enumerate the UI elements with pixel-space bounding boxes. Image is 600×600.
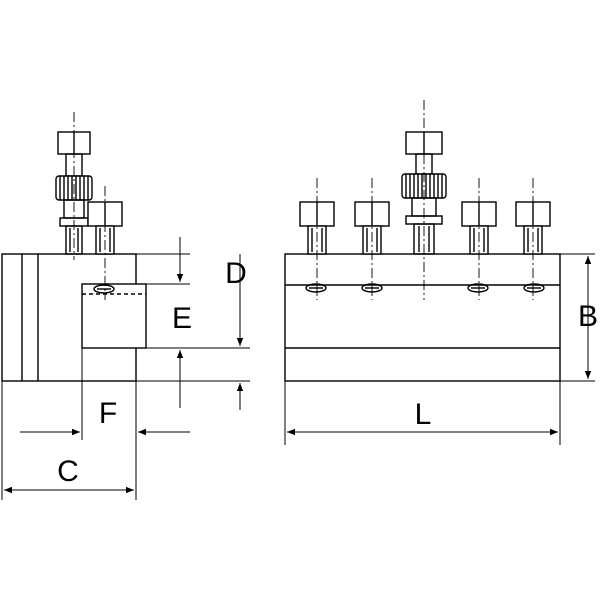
label-e: E bbox=[172, 302, 192, 335]
label-b: B bbox=[578, 300, 598, 333]
side-slot bbox=[93, 284, 115, 294]
label-c: C bbox=[57, 455, 79, 488]
label-f: F bbox=[99, 397, 117, 430]
dimension-labels: D E B F L C bbox=[57, 257, 598, 488]
center-lines bbox=[73, 100, 534, 300]
label-l: L bbox=[415, 398, 432, 431]
front-view bbox=[284, 131, 561, 382]
label-d: D bbox=[225, 257, 247, 290]
side-view bbox=[1, 131, 147, 382]
front-body bbox=[284, 253, 561, 382]
dimension-lines bbox=[1, 237, 595, 500]
